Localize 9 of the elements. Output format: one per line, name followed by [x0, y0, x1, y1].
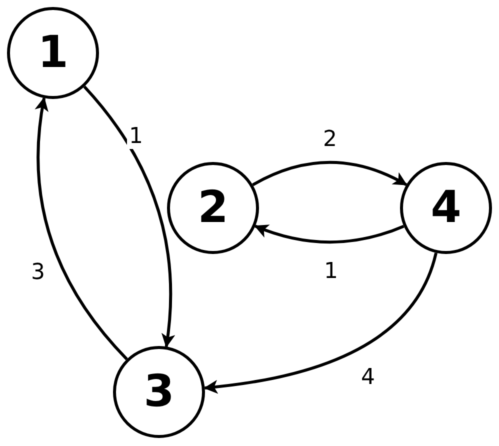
arrow	[252, 160, 408, 186]
node-number: 4	[430, 186, 462, 230]
arrow	[83, 86, 175, 348]
arrow	[204, 252, 438, 394]
arrow	[254, 224, 404, 244]
node-number: 2	[198, 186, 228, 230]
node-number: 1	[38, 31, 68, 75]
arrow	[35, 96, 128, 360]
node-number: 3	[144, 370, 174, 414]
